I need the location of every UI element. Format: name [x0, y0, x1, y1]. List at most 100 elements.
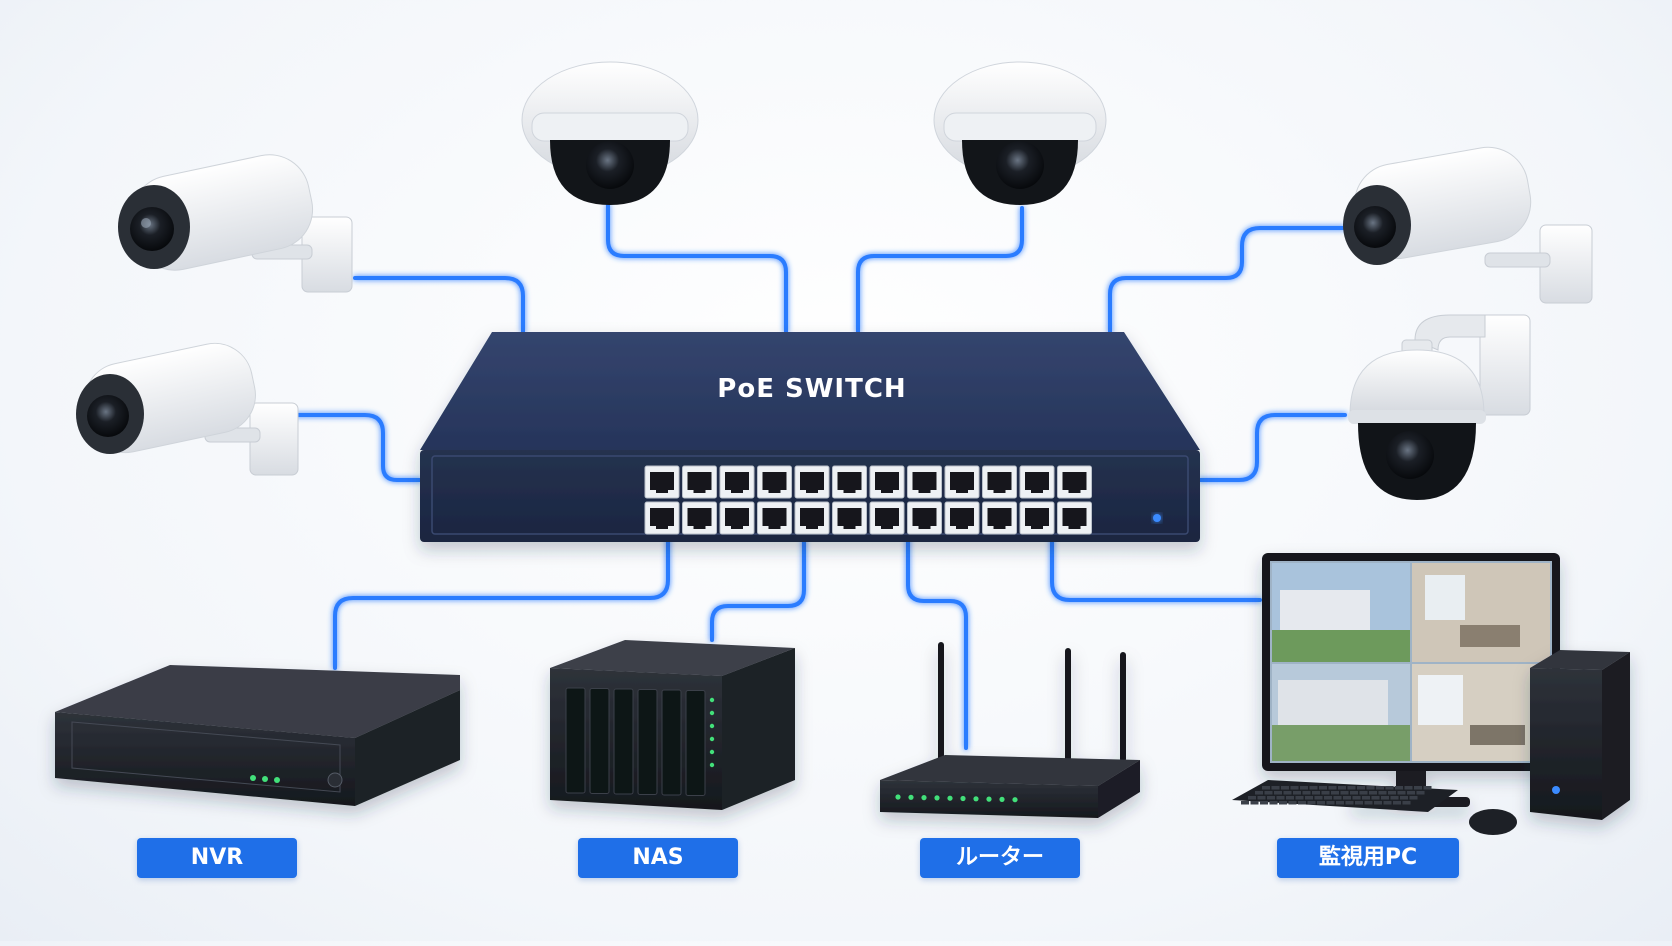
cable-ptz-camera [1198, 413, 1347, 482]
nas-status-led [709, 710, 715, 716]
camera-lens [130, 207, 174, 251]
ptz-camera [1348, 314, 1531, 500]
switch-port [944, 465, 980, 499]
switch-port [907, 501, 942, 535]
keyboard-key [1314, 796, 1323, 800]
bullet-camera-bottom-left [76, 342, 299, 476]
nas-drive-bay [589, 688, 610, 794]
keyboard-key [1267, 796, 1275, 800]
lens-highlight [141, 218, 151, 228]
nas-device [550, 640, 795, 810]
cable-bullet-camera-left-bottom [281, 413, 422, 482]
router-status-led [895, 794, 901, 800]
keyboard-key [1283, 791, 1292, 795]
switch-port-grid [644, 465, 1092, 535]
cable-bullet-camera-left-top [353, 276, 525, 334]
feed-building [1278, 680, 1388, 725]
keyboard-key [1286, 796, 1294, 800]
keyboard-key [1364, 801, 1373, 805]
keyboard-key [1343, 796, 1351, 800]
switch-port [1019, 501, 1055, 535]
switch-port [644, 465, 680, 499]
switch-port [794, 501, 830, 535]
keyboard-key [1345, 801, 1354, 805]
router-status-led [960, 795, 966, 802]
router-status-led [908, 794, 914, 800]
keyboard-key [1378, 791, 1387, 795]
pc-tower [1530, 650, 1630, 820]
nas-status-led [709, 723, 715, 729]
tower-front [1530, 668, 1602, 820]
switch-port [682, 465, 717, 499]
keyboard-key [1319, 786, 1327, 790]
dome-camera-right [933, 61, 1107, 205]
label-monitoring-pc: 監視用PC [1277, 838, 1459, 878]
keyboard-key [1295, 796, 1304, 800]
nas-side [722, 648, 795, 810]
nas-drive-bays [565, 687, 715, 796]
keyboard-key [1293, 791, 1301, 795]
feed-window [1418, 675, 1463, 725]
keyboard-key [1369, 791, 1377, 795]
router-led-row [895, 794, 1018, 803]
switch-port [757, 465, 792, 499]
switch-port [1019, 465, 1055, 499]
keyboard-key [1274, 791, 1282, 795]
router-antenna [1065, 648, 1071, 764]
keyboard-key [1393, 801, 1401, 805]
label-router: ルーター [920, 838, 1080, 878]
label-nas: NAS [578, 838, 738, 878]
tower-power-led [1552, 786, 1560, 794]
bullet-camera-top-right [1343, 146, 1593, 304]
cables [281, 203, 1347, 750]
keyboard-key [1260, 801, 1268, 805]
switch-port [1057, 465, 1092, 499]
monitoring-pc [1232, 553, 1630, 835]
keyboard-key [1371, 796, 1380, 800]
keyboard-key [1333, 796, 1342, 800]
switch-port [644, 501, 680, 535]
nas-drive-bay [685, 690, 706, 796]
keyboard-key [1374, 801, 1382, 805]
nvr-side [355, 690, 460, 806]
nvr-power-button [327, 772, 343, 788]
feed-building [1280, 590, 1370, 630]
keyboard-key [1407, 791, 1415, 795]
cable-router [906, 528, 968, 750]
switch-port [719, 501, 755, 535]
keyboard-key [1395, 786, 1403, 790]
keyboard-key [1376, 786, 1384, 790]
feed-window [1425, 575, 1465, 620]
keyboard-key [1298, 801, 1306, 805]
switch-port [832, 501, 867, 535]
feed-sofa [1470, 725, 1525, 745]
cable-dome-camera-left [606, 203, 788, 334]
feed-sofa [1460, 625, 1520, 647]
camera-lens [1386, 431, 1434, 479]
switch-port [832, 465, 867, 499]
keyboard-key [1347, 786, 1356, 790]
camera-lens [996, 141, 1044, 189]
camera-lens [1354, 206, 1396, 248]
nvr-led [262, 776, 268, 782]
keyboard-key [1404, 786, 1413, 790]
label-nvr: NVR [137, 838, 297, 878]
dome-camera-left [521, 61, 699, 205]
switch-power-led [1153, 514, 1161, 522]
nvr-led [250, 775, 256, 781]
nas-status-led [709, 749, 715, 755]
keyboard-key [1355, 801, 1363, 805]
camera-lens [586, 141, 634, 189]
keyboard-key [1305, 796, 1313, 800]
keyboard-key [1250, 801, 1259, 805]
keyboard-key [1288, 801, 1297, 805]
ptz-housing [1349, 349, 1485, 416]
keyboard-key [1400, 796, 1408, 800]
nas-drive-bay [637, 689, 658, 795]
switch-port [757, 501, 792, 535]
router-status-led [1012, 797, 1018, 803]
keyboard-key [1276, 796, 1285, 800]
keyboard-key [1328, 786, 1337, 790]
switch-port [869, 501, 905, 535]
switch-port [982, 465, 1017, 499]
